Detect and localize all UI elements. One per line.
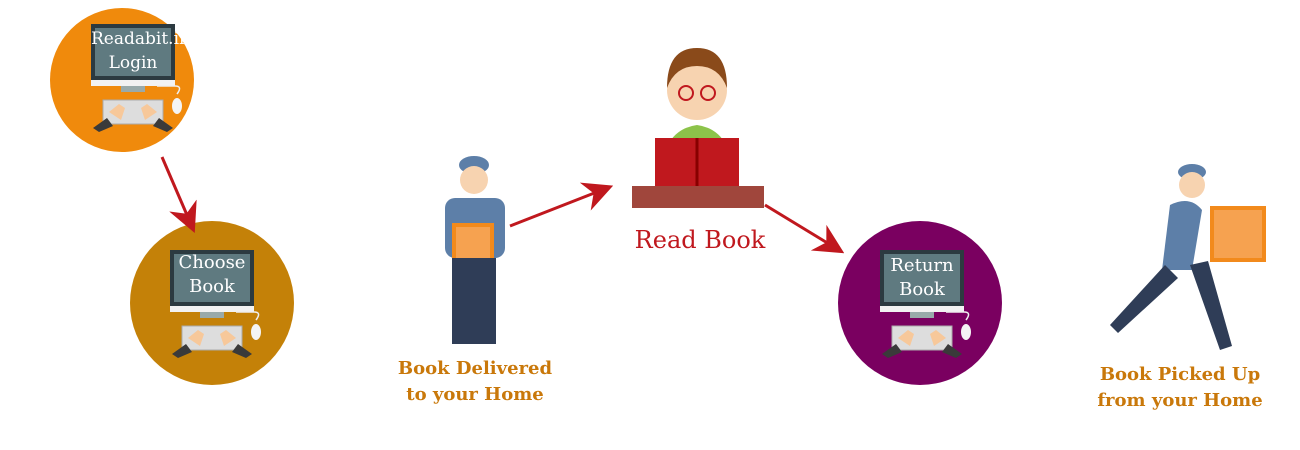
- reader-illustration: [632, 48, 764, 208]
- delivered-line2: to your Home: [406, 384, 544, 405]
- choose-screen-label: Choose Book: [170, 251, 254, 299]
- picked-caption: Book Picked Up from your Home: [1080, 362, 1280, 414]
- return-screen-label: Return Book: [880, 254, 964, 302]
- login-line2: Login: [108, 53, 158, 73]
- read-caption: Read Book: [634, 226, 766, 254]
- pickup-man-illustration: [1110, 164, 1266, 350]
- arrow-login-choose: [160, 156, 197, 234]
- delivery-man-illustration: [445, 156, 505, 344]
- login-line1: Readabit.in: [91, 29, 190, 49]
- login-screen-label: Readabit.in Login: [91, 27, 190, 75]
- picked-line2: from your Home: [1097, 390, 1263, 411]
- return-line1: Return: [890, 255, 954, 276]
- choose-line1: Choose: [178, 252, 246, 273]
- delivered-caption: Book Delivered to your Home: [380, 356, 570, 408]
- return-line2: Book: [899, 279, 945, 300]
- delivered-line1: Book Delivered: [397, 358, 553, 379]
- choose-line2: Book: [189, 276, 235, 297]
- arrow-read-return: [764, 203, 845, 254]
- arrow-delivered-read: [509, 182, 614, 228]
- picked-line1: Book Picked Up: [1099, 364, 1261, 385]
